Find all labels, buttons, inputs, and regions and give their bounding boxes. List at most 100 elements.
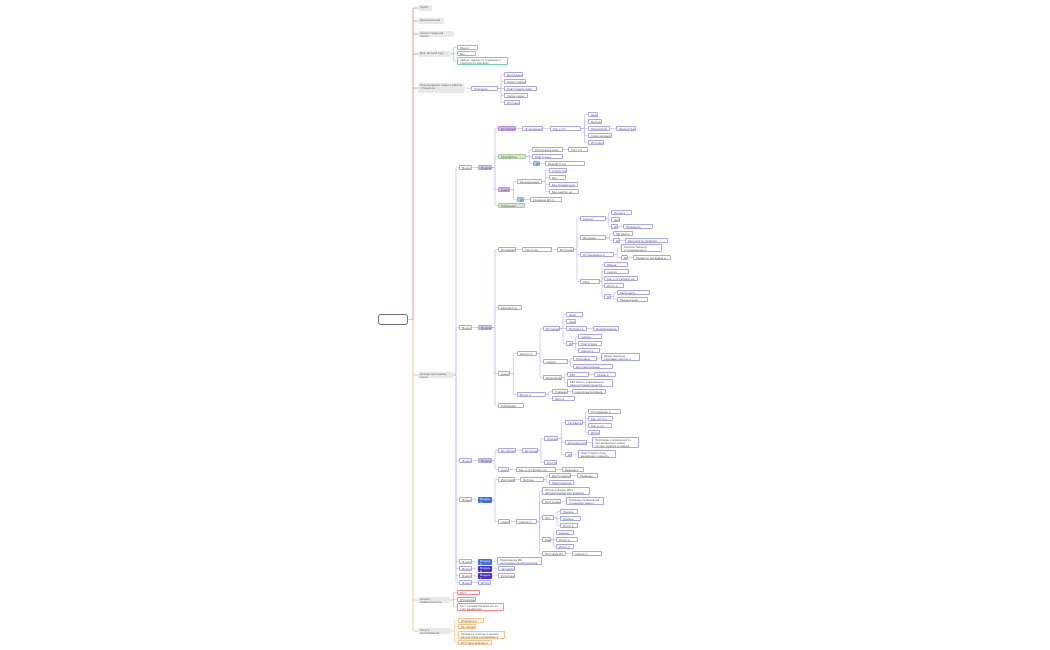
mindmap-node[interactable]: Анализ конкурентов bbox=[580, 216, 606, 221]
mindmap-node[interactable]: Подготовка отчётов bbox=[578, 341, 602, 346]
mindmap-node[interactable]: Описание bbox=[544, 436, 558, 441]
mindmap-node[interactable]: Цены bbox=[611, 217, 620, 222]
mindmap-node[interactable]: Формирование отчётов bbox=[593, 326, 619, 331]
mindmap-node[interactable]: Статистика ФП bbox=[549, 168, 567, 173]
mindmap-node[interactable]: Анализ и обзор bbox=[516, 519, 537, 524]
mindmap-node[interactable]: Планирование задач и работы с бизнесом bbox=[418, 83, 464, 93]
mindmap-node[interactable]: Итоговые выводы и планы bbox=[458, 640, 492, 645]
mindmap-node[interactable]: Итоговое bbox=[504, 100, 520, 105]
mindmap-node[interactable]: Итоги и планирование ДЗ bbox=[517, 392, 546, 397]
mindmap-node[interactable]: Выводы и итоги bbox=[562, 467, 584, 472]
mindmap-node[interactable]: Итоговое bbox=[588, 140, 604, 145]
mindmap-node[interactable]: Итоги bbox=[588, 430, 600, 435]
mindmap-node[interactable]: Анализ bbox=[498, 467, 509, 472]
mindmap-node[interactable]: Модуль 6 bbox=[478, 566, 492, 572]
mindmap-node[interactable]: Результаты профиля целевой аудитории bbox=[625, 238, 668, 243]
mindmap-node[interactable]: Итоги и выводы bbox=[604, 283, 624, 288]
mindmap-node[interactable]: Расширенный анализ bbox=[517, 179, 542, 184]
mindmap-node[interactable]: Пример настройки bbox=[560, 516, 581, 521]
mindmap-node[interactable]: Детали программы курса bbox=[418, 372, 453, 378]
mindmap-node[interactable]: Модуль bbox=[459, 497, 472, 502]
mindmap-node[interactable]: Запуск проекта ДЗ bbox=[552, 396, 575, 401]
mindmap-node[interactable]: Функционал bbox=[522, 126, 543, 131]
mindmap-node[interactable]: Изучить конкурентов bbox=[611, 210, 632, 215]
root-node[interactable] bbox=[378, 314, 408, 325]
mindmap-node[interactable]: Модуль bbox=[459, 573, 472, 578]
mindmap-node[interactable]: ДЗ bbox=[621, 255, 628, 260]
mindmap-node[interactable]: Без ошибок bbox=[457, 51, 476, 56]
mindmap-node[interactable]: Ясно и понятно bbox=[457, 45, 478, 50]
mindmap-node[interactable]: Дополнительный анализ и исследования bbox=[573, 364, 613, 369]
mindmap-node[interactable]: Модуль 4 bbox=[478, 497, 492, 503]
mindmap-node[interactable]: Анализ информации bbox=[604, 269, 629, 274]
mindmap-node[interactable]: Публичная версия проекта bbox=[498, 203, 525, 208]
mindmap-node[interactable]: Интеграция всех систем bbox=[532, 147, 563, 152]
mindmap-node[interactable]: Модуль bbox=[459, 559, 472, 564]
mindmap-node[interactable]: Эксперименты bbox=[458, 624, 476, 629]
mindmap-node[interactable]: Модуль 3 bbox=[478, 458, 492, 463]
mindmap-node[interactable]: Публичная версия bbox=[498, 403, 524, 408]
mindmap-node[interactable]: Использование ИИ и автоматизация для ана… bbox=[542, 487, 590, 495]
mindmap-node[interactable]: BIM-запуск и финальная демонстрация прое… bbox=[567, 379, 613, 387]
mindmap-node[interactable]: Поставщики и партнёры bbox=[588, 409, 621, 414]
mindmap-node[interactable]: Пример ответа bbox=[560, 509, 578, 514]
mindmap-node[interactable]: Описание и примеры bbox=[458, 618, 484, 623]
mindmap-node[interactable]: Анализ выполнения и планирование bbox=[572, 389, 606, 394]
mindmap-node[interactable]: Модуль 1 bbox=[478, 165, 492, 170]
mindmap-node[interactable]: Как и что влияет на продукт и решение bbox=[516, 467, 556, 472]
mindmap-node[interactable]: Исследование bbox=[498, 247, 516, 252]
mindmap-node[interactable]: Модуль 7 bbox=[478, 573, 492, 579]
mindmap-node[interactable]: Подготовить план внедрения, оценить риск… bbox=[578, 450, 616, 458]
mindmap-node[interactable]: Отчёт и результаты bbox=[556, 537, 578, 542]
mindmap-node[interactable]: Анализ ключевых метрик bbox=[543, 359, 568, 364]
mindmap-node[interactable]: Для частной курс bbox=[418, 51, 450, 57]
mindmap-node[interactable]: Выполнить исследование по проекту bbox=[617, 290, 650, 295]
mindmap-node[interactable]: Модуль bbox=[459, 165, 472, 170]
mindmap-node[interactable]: Провести интервью и опрос bbox=[633, 255, 671, 260]
mindmap-node[interactable]: Демонстрация bbox=[616, 126, 636, 131]
mindmap-node[interactable]: Запуск эксперимента bbox=[418, 628, 451, 634]
mindmap-node[interactable]: Достижение bbox=[504, 72, 523, 77]
mindmap-node[interactable]: Сейчас задача по созданию и понятности д… bbox=[457, 57, 508, 65]
mindmap-node[interactable]: Изучение аудитории bbox=[580, 235, 606, 240]
mindmap-node[interactable]: Метрики и показатели bbox=[566, 326, 587, 331]
mindmap-node[interactable]: Анализ bbox=[498, 187, 510, 192]
mindmap-node[interactable]: Без ошибок на результат Pro bbox=[549, 189, 579, 194]
mindmap-node[interactable]: Схемы и диаграммы bbox=[594, 372, 616, 377]
mindmap-node[interactable]: Разработка базовой версии bbox=[498, 154, 526, 159]
mindmap-node[interactable]: Аудит bbox=[418, 5, 432, 11]
mindmap-node[interactable]: Итоги bbox=[478, 580, 491, 585]
mindmap-node[interactable]: Итоги и выводы bbox=[556, 544, 574, 549]
mindmap-node[interactable]: Анализ и выводы bbox=[578, 348, 600, 353]
mindmap-node[interactable]: Исследование bbox=[498, 126, 516, 131]
mindmap-node[interactable]: Анализ bbox=[498, 519, 510, 524]
mindmap-node[interactable]: Количественное исследование и интервью с… bbox=[621, 244, 662, 252]
mindmap-node[interactable]: Подготовить план к ЕО bbox=[504, 86, 537, 91]
mindmap-node[interactable]: Цели bbox=[588, 112, 598, 117]
mindmap-node[interactable]: Проблемы и возможности при внедрении нов… bbox=[592, 437, 639, 448]
mindmap-node[interactable]: Чат-боты bbox=[542, 515, 554, 520]
mindmap-node[interactable]: Презентация итогов проекта bbox=[617, 297, 648, 302]
mindmap-node[interactable]: Оптимизация bbox=[457, 597, 476, 602]
mindmap-node[interactable]: Где и как анализируем ЦА bbox=[522, 247, 552, 252]
mindmap-node[interactable]: Проверить результат анализа bbox=[623, 224, 653, 229]
mindmap-node[interactable]: Ответственные bbox=[504, 79, 526, 84]
mindmap-node[interactable]: Сегменты аудитории bbox=[613, 231, 633, 236]
mindmap-node[interactable]: Дополнительно bbox=[565, 440, 587, 445]
mindmap-node[interactable]: Модуль bbox=[459, 580, 472, 585]
mindmap-node[interactable]: Итоговое bbox=[544, 460, 557, 465]
mindmap-node[interactable]: Анализ bbox=[498, 371, 510, 376]
mindmap-node[interactable]: Примеры применения и решения задач с пом… bbox=[566, 497, 604, 505]
mindmap-node[interactable]: Как часто и когда bbox=[588, 416, 613, 421]
mindmap-node[interactable]: Общие наблюдения bbox=[604, 262, 628, 267]
mindmap-node[interactable]: Инструменты bbox=[542, 499, 561, 504]
mindmap-node[interactable]: Рост и развитие бизнеса за счёт внедрени… bbox=[457, 603, 504, 611]
mindmap-node[interactable]: ДЗ bbox=[604, 294, 611, 299]
mindmap-node[interactable]: Итоги и выводы bbox=[560, 523, 578, 528]
mindmap-node[interactable]: Исследование и опросы bbox=[580, 252, 614, 257]
mindmap-node[interactable]: Анализ данных bbox=[556, 530, 574, 535]
mindmap-node[interactable]: Задачи bbox=[566, 319, 576, 324]
mindmap-node[interactable]: Подготовка документов bbox=[532, 154, 563, 159]
